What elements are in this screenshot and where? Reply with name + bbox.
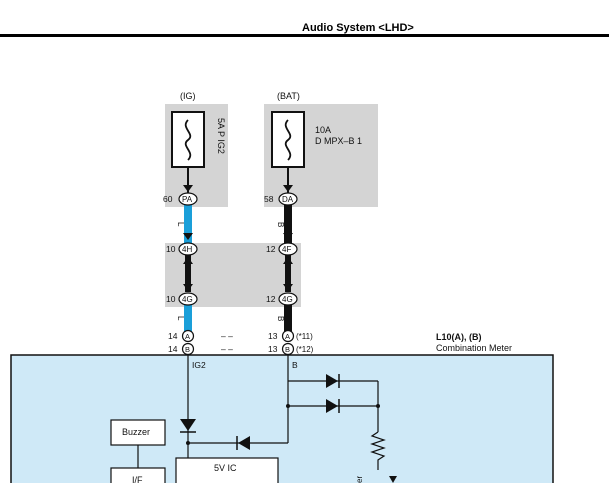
arrow-4h-in: [183, 233, 193, 240]
connector-label-4h: 4H: [182, 245, 192, 254]
partial-label-er: er: [355, 476, 364, 483]
diode-cross: [238, 436, 250, 450]
diode-top: [326, 374, 338, 388]
wire-color-l-upper: L: [176, 222, 185, 227]
pin-number-10-4g: 10: [166, 294, 176, 304]
wire-b-mid: [285, 255, 291, 292]
wire-l-lower: [184, 305, 192, 332]
wire-color-b-lower: B: [276, 316, 285, 321]
connector-4g-right: [278, 292, 298, 306]
connector-pa: [178, 192, 198, 206]
junction-dot-bus-1: [376, 404, 380, 408]
output-arrow-partial: [389, 476, 397, 483]
pin-number-14-a: 14: [168, 331, 178, 341]
fuse-element-bat: [284, 119, 292, 161]
meter-name: Combination Meter: [436, 343, 512, 353]
ig2-label: IG2: [192, 360, 206, 370]
connector-da: [278, 192, 298, 206]
diode-mid: [326, 399, 338, 413]
pin-number-13-a: 13: [268, 331, 278, 341]
ic-box: [175, 457, 279, 483]
wire-color-l-lower: L: [176, 316, 185, 321]
arrow-4h-out: [183, 257, 193, 264]
connector-b-left: [181, 342, 195, 356]
source-label-bat: (BAT): [277, 91, 300, 101]
ic-label: 5V IC: [214, 463, 237, 473]
connector-4g-left: [178, 292, 198, 306]
wire-b-lower: [284, 305, 292, 332]
connector-4h: [178, 242, 198, 256]
connector-label-a-right: A: [285, 332, 290, 341]
arrow-4f-out: [283, 257, 293, 264]
pin-number-10-4h: 10: [166, 244, 176, 254]
buzzer-label: Buzzer: [122, 427, 150, 437]
connector-label-b-left: B: [185, 345, 190, 354]
connector-label-pa: PA: [182, 195, 193, 204]
fuse-label-bat-2: D MPX–B 1: [315, 136, 362, 146]
fuse-element-ig: [184, 119, 192, 161]
variant-tag-12: (*12): [296, 345, 314, 354]
connector-label-4f: 4F: [282, 245, 291, 254]
arrow-4g-r-in: [283, 284, 293, 291]
connector-label-4g-left: 4G: [182, 295, 193, 304]
wire-color-b-upper: B: [276, 222, 285, 227]
variant-tag-11: (*11): [296, 332, 313, 341]
wire-l-upper: [184, 205, 192, 243]
resistor-symbol: [370, 431, 386, 470]
arrow-4f-in: [283, 233, 293, 240]
arrow-bat-1: [283, 185, 293, 192]
fuse-label-ig: 5A P IG2: [216, 118, 226, 154]
pin-number-60: 60: [163, 194, 173, 204]
connector-label-da: DA: [282, 195, 294, 204]
junction-dot-b-1: [286, 404, 290, 408]
connector-a-right: [281, 329, 295, 343]
pin-number-12-4f: 12: [266, 244, 276, 254]
connector-label-4g-right: 4G: [282, 295, 293, 304]
pin-number-14-b: 14: [168, 344, 178, 354]
connector-label-a-left: A: [185, 332, 190, 341]
source-label-ig: (IG): [180, 91, 196, 101]
connector-a-left: [181, 329, 195, 343]
page-title: Audio System <LHD>: [302, 22, 414, 34]
arrow-ig-1: [183, 185, 193, 192]
if-box: [110, 467, 166, 483]
b-label: B: [292, 360, 298, 370]
pin-number-12-4g: 12: [266, 294, 276, 304]
diode-ig2: [180, 419, 196, 431]
wire-b-upper: [284, 205, 292, 243]
junction-dot-ig2: [186, 441, 190, 445]
connector-b-right: [281, 342, 295, 356]
pin-dash-a: – –: [221, 331, 233, 341]
if-label: I/F: [132, 475, 143, 483]
arrow-4g-l-in: [183, 284, 193, 291]
pin-number-58: 58: [264, 194, 274, 204]
connector-4f: [278, 242, 298, 256]
combination-meter-body: [10, 354, 554, 483]
header-rule: [0, 34, 609, 37]
pin-number-13-b: 13: [268, 344, 278, 354]
meter-id: L10(A), (B): [436, 332, 482, 342]
buzzer-box: [110, 419, 166, 446]
fuse-label-bat: 10A: [315, 125, 331, 135]
wire-l-mid: [185, 255, 191, 292]
connector-label-b-right: B: [285, 345, 290, 354]
pin-dash-b: – –: [221, 344, 233, 354]
